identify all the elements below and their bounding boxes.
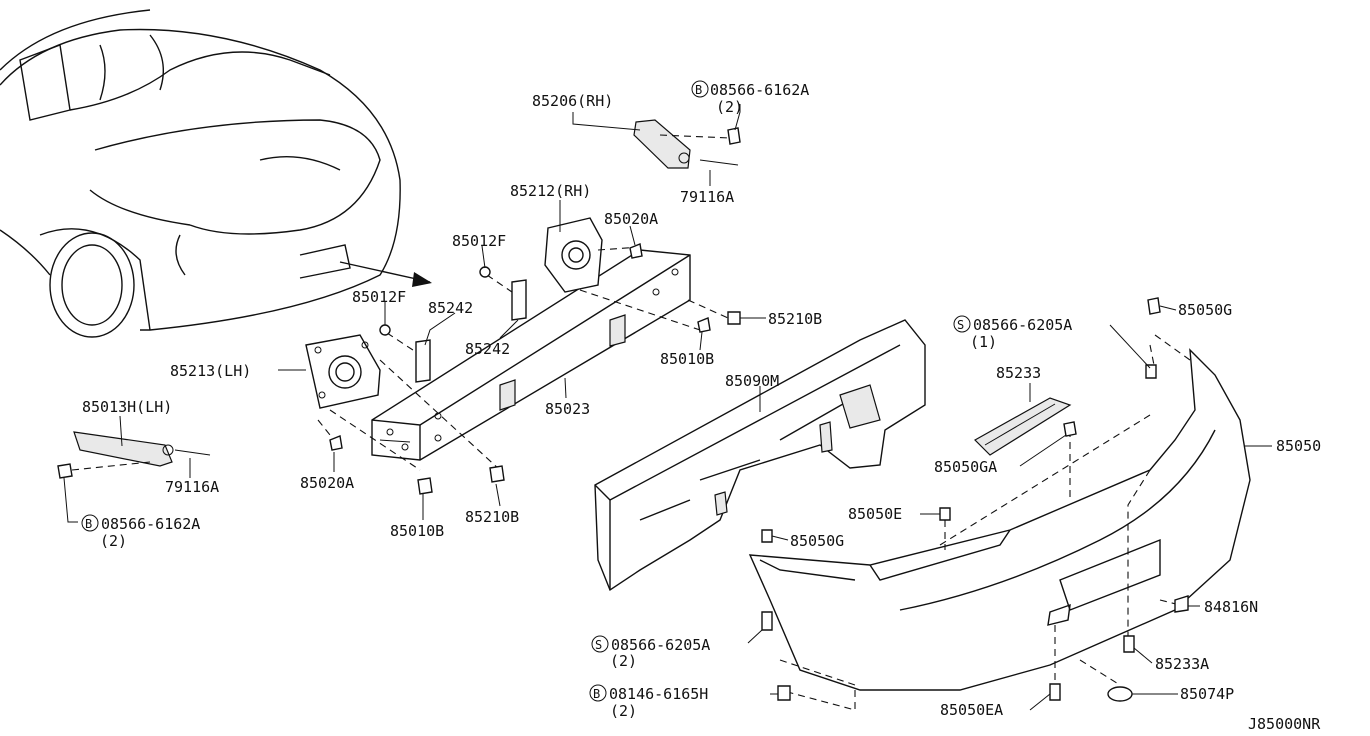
label-85074p: 85074P: [1180, 685, 1234, 703]
label-85233: 85233: [996, 364, 1041, 382]
bracket-85242: [386, 274, 527, 383]
label-qty-right-s: (1): [970, 333, 997, 351]
label-85242-a: 85242: [428, 299, 473, 317]
label-08566-6205a-right: 08566-6205A: [973, 316, 1072, 334]
label-85233a: 85233A: [1155, 655, 1209, 673]
bolt-marker-b-top: B: [691, 80, 709, 98]
screw-marker-s-bottom: S: [591, 635, 609, 653]
label-85012f-a: 85012F: [452, 232, 506, 250]
label-85010b-bottom: 85010B: [390, 522, 444, 540]
marker-s: S: [957, 318, 964, 332]
label-85050g-mid: 85050G: [790, 532, 844, 550]
label-84816n: 84816N: [1204, 598, 1258, 616]
label-85212: 85212(RH): [510, 182, 591, 200]
bumper-stay-85213-lh: [305, 334, 501, 471]
label-85013h: 85013H(LH): [82, 398, 172, 416]
label-85023: 85023: [545, 400, 590, 418]
label-08566-6162a-top: 08566-6162A: [710, 81, 809, 99]
label-85020a-top: 85020A: [604, 210, 658, 228]
part-labels: 85206(RH) B 08566-6162A (2) 79116A 85212…: [81, 80, 1321, 733]
marker-b: B: [695, 83, 702, 97]
bracket-85233: [974, 397, 1072, 456]
bumper-stay-85212-rh: [544, 217, 701, 331]
label-qty-bottom-s: (2): [610, 652, 637, 670]
vehicle-body-outline: [0, 9, 401, 338]
marker-b: B: [593, 687, 600, 701]
fasteners-beam: [329, 243, 741, 495]
label-79116a-top: 79116A: [680, 188, 734, 206]
label-85242-b: 85242: [465, 340, 510, 358]
label-85012f-b: 85012F: [352, 288, 406, 306]
label-08566-6162a-left: 08566-6162A: [101, 515, 200, 533]
bracket-85206-rh: [633, 119, 741, 169]
label-85020a-bottom: 85020A: [300, 474, 354, 492]
label-qty-left-b: (2): [100, 532, 127, 550]
label-79116a-left: 79116A: [165, 478, 219, 496]
energy-absorber-85090m: [594, 319, 926, 592]
label-85210b-right: 85210B: [768, 310, 822, 328]
label-qty-top-b: (2): [716, 98, 743, 116]
fasteners-fascia: [761, 297, 1189, 702]
marker-s: S: [595, 638, 602, 652]
label-08566-6205a-bottom: 08566-6205A: [611, 636, 710, 654]
bolt-marker-b-left: B: [81, 514, 99, 532]
label-85206: 85206(RH): [532, 92, 613, 110]
label-85050ea: 85050EA: [940, 701, 1003, 719]
screw-marker-s-right: S: [953, 315, 971, 333]
label-qty-bottom-b: (2): [610, 702, 637, 720]
bolt-marker-b-bottom: B: [589, 684, 607, 702]
marker-b: B: [85, 517, 92, 531]
label-85050g-top: 85050G: [1178, 301, 1232, 319]
diagram-code: J85000NR: [1248, 715, 1321, 733]
leader-lines: [63, 104, 1272, 711]
label-85050ga: 85050GA: [934, 458, 997, 476]
label-85010b-top: 85010B: [660, 350, 714, 368]
bumper-reinforcement-85023: [371, 249, 691, 461]
label-85210b-bottom: 85210B: [465, 508, 519, 526]
label-85213: 85213(LH): [170, 362, 251, 380]
bracket-85013h-lh: [57, 431, 211, 479]
label-08146-6165h: 08146-6165H: [609, 685, 708, 703]
bumper-fascia-85050: [748, 334, 1251, 711]
label-85090m: 85090M: [725, 372, 779, 390]
label-85050: 85050: [1276, 437, 1321, 455]
direction-arrow: [339, 261, 432, 287]
label-85050e: 85050E: [848, 505, 902, 523]
